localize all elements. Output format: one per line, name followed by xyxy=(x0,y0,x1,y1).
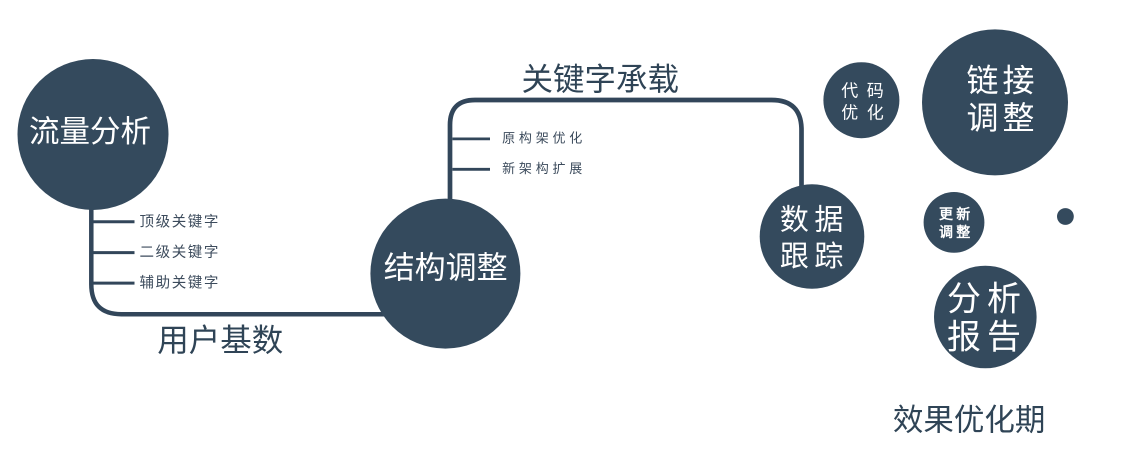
svg-text:效果优化期: 效果优化期 xyxy=(893,404,1046,438)
svg-text:关键字承载: 关键字承载 xyxy=(521,61,679,97)
svg-text:分析: 分析 xyxy=(947,281,1027,319)
svg-text:原构架优化: 原构架优化 xyxy=(502,130,586,145)
svg-text:结构调整: 结构调整 xyxy=(384,250,508,285)
svg-text:优化: 优化 xyxy=(841,104,892,123)
svg-text:链接: 链接 xyxy=(966,62,1038,98)
svg-text:辅助关键字: 辅助关键字 xyxy=(140,275,221,292)
svg-text:新架构扩展: 新架构扩展 xyxy=(502,161,586,176)
svg-text:更新: 更新 xyxy=(939,206,974,222)
svg-text:调整: 调整 xyxy=(939,224,974,240)
svg-text:调整: 调整 xyxy=(966,100,1038,136)
svg-text:用户基数: 用户基数 xyxy=(157,322,283,358)
svg-text:跟踪: 跟踪 xyxy=(780,240,849,273)
svg-text:代码: 代码 xyxy=(841,81,892,100)
svg-text:流量分析: 流量分析 xyxy=(29,115,151,149)
svg-text:顶级关键字: 顶级关键字 xyxy=(140,214,221,231)
svg-text:数据: 数据 xyxy=(780,204,849,237)
svg-text:报告: 报告 xyxy=(947,318,1027,356)
svg-text:二级关键字: 二级关键字 xyxy=(140,244,221,261)
